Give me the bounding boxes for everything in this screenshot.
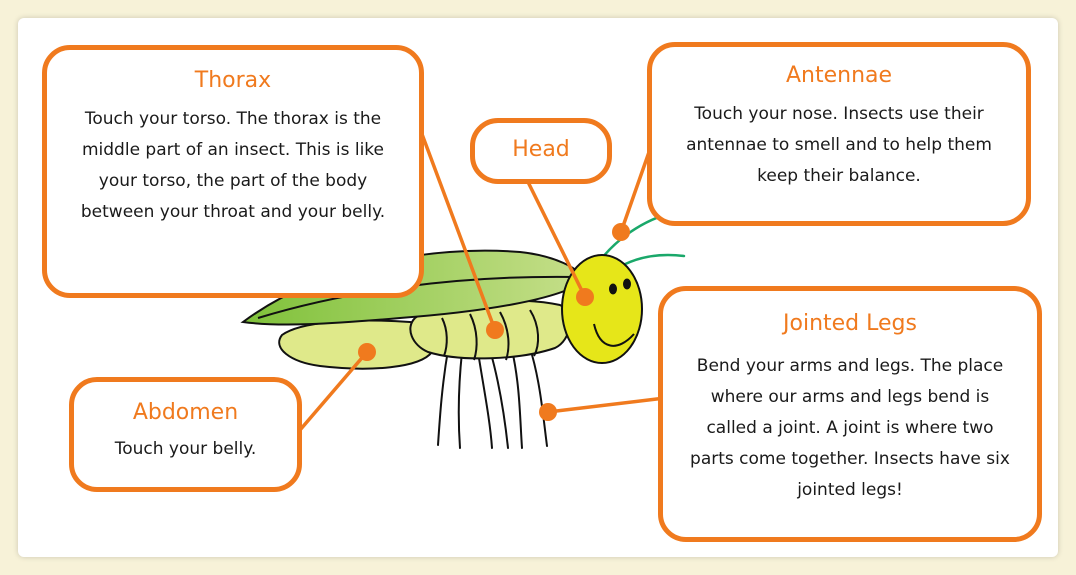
thorax-title: Thorax [47,68,419,94]
head-title: Head [475,137,607,163]
antennae-description: Touch your nose. Insects use their anten… [666,99,1012,192]
antennae-title: Antennae [652,63,1026,89]
abdomen-description: Touch your belly. [84,434,287,465]
antennae-callout: Antennae Touch your nose. Insects use th… [647,42,1031,226]
head-callout: Head [470,118,612,184]
insect-eye-right [623,279,631,290]
jointed-legs-title: Jointed Legs [663,311,1037,337]
insect-eye-left [609,284,617,295]
jointed-legs-description: Bend your arms and legs. The place where… [687,351,1013,506]
abdomen-title: Abdomen [74,400,297,426]
abdomen-callout: Abdomen Touch your belly. [69,377,302,492]
jointed-legs-callout: Jointed Legs Bend your arms and legs. Th… [658,286,1042,542]
insect-legs [438,348,547,448]
thorax-description: Touch your torso. The thorax is the midd… [67,104,399,228]
thorax-callout: Thorax Touch your torso. The thorax is t… [42,45,424,298]
